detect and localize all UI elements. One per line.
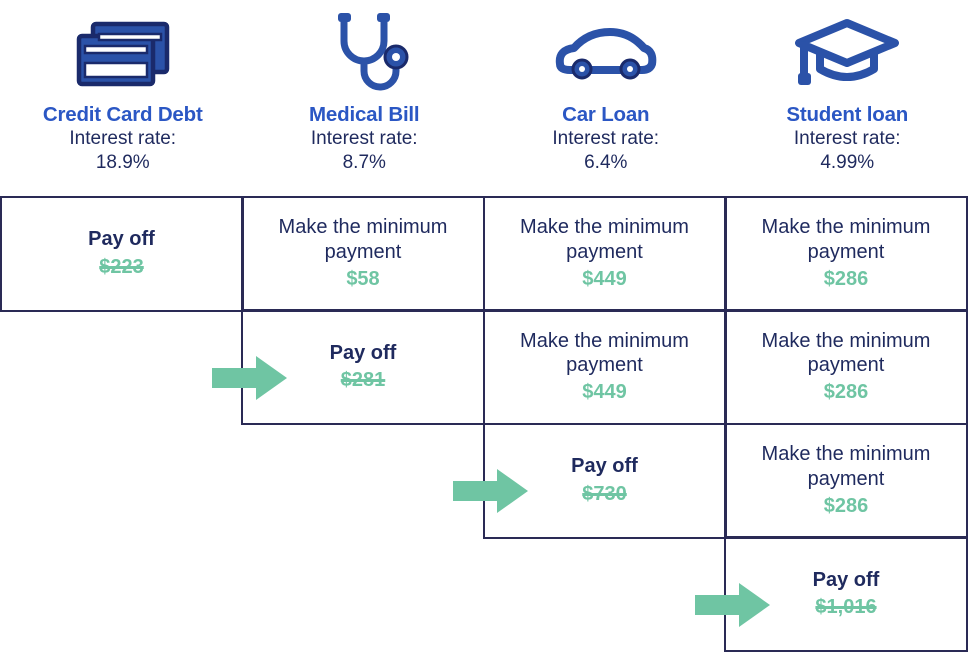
plan-amount: $286: [823, 494, 869, 517]
payment-plan-grid: Pay off $223 Make the minimum payment $5…: [0, 195, 968, 653]
plan-action: Pay off: [329, 341, 397, 364]
plan-cell: Make the minimum payment $449: [482, 195, 727, 312]
debt-header-car-loan: Car Loan Interest rate: 6.4%: [485, 0, 727, 196]
interest-rate-value: 4.99%: [820, 151, 875, 173]
debt-header-credit-card-debt: Credit Card Debt Interest rate: 18.9%: [2, 0, 244, 196]
debt-header-medical-bill: Medical Bill Interest rate: 8.7%: [244, 0, 486, 196]
table-row: Pay off $1,016: [2, 536, 968, 653]
plan-action: Make the minimum payment: [520, 329, 689, 376]
plan-amount: $58: [346, 267, 380, 290]
plan-action: Make the minimum payment: [761, 216, 931, 263]
interest-rate-label: Interest rate:: [552, 127, 660, 149]
credit-card-icon: [2, 8, 244, 100]
plan-cell: Make the minimum payment $286: [724, 195, 968, 312]
plan-amount: $449: [582, 381, 627, 404]
plan-amount: $286: [823, 267, 869, 290]
debt-title: Car Loan: [562, 103, 650, 126]
debt-title: Student loan: [786, 103, 909, 126]
plan-amount: $281: [340, 369, 386, 392]
debt-headers-row: Credit Card Debt Interest rate: 18.9% Me…: [2, 0, 968, 196]
plan-cell: [244, 539, 486, 653]
interest-rate-value: 18.9%: [95, 151, 150, 173]
table-row: Pay off $223 Make the minimum payment $5…: [0, 195, 968, 312]
plan-action: Make the minimum payment: [520, 216, 689, 263]
plan-amount: $449: [582, 267, 627, 290]
debt-title: Credit Card Debt: [42, 103, 203, 126]
plan-cell: [485, 539, 727, 653]
plan-amount: $1,016: [815, 596, 877, 619]
stethoscope-icon: [244, 8, 486, 100]
car-icon: [485, 8, 727, 100]
plan-action: Make the minimum payment: [278, 216, 448, 263]
plan-cell: [2, 312, 244, 426]
plan-cell: Make the minimum payment $449: [482, 309, 727, 425]
plan-cell: Pay off $223: [0, 195, 244, 312]
plan-action: Make the minimum payment: [761, 443, 931, 490]
table-row: Pay off $730 Make the minimum payment $2…: [2, 422, 968, 539]
plan-amount: $223: [99, 255, 144, 278]
interest-rate-label: Interest rate:: [310, 127, 418, 149]
plan-action: Make the minimum payment: [761, 329, 931, 376]
plan-cell: Pay off $730: [482, 422, 727, 539]
interest-rate-label: Interest rate:: [69, 127, 177, 149]
plan-cell: Make the minimum payment $286: [724, 309, 968, 425]
plan-cell: Pay off $281: [241, 309, 485, 425]
plan-action: Pay off: [571, 455, 638, 478]
plan-amount: $286: [823, 381, 869, 404]
plan-cell: [244, 425, 486, 539]
table-row: Pay off $281 Make the minimum payment $4…: [2, 309, 968, 426]
plan-amount: $730: [582, 482, 627, 505]
plan-cell: [2, 425, 244, 539]
graduation-cap-icon: [727, 8, 969, 100]
debt-title: Medical Bill: [309, 103, 420, 126]
plan-action: Pay off: [88, 228, 155, 251]
plan-action: Pay off: [812, 568, 880, 591]
plan-cell: [2, 539, 244, 653]
interest-rate-label: Interest rate:: [793, 127, 901, 149]
plan-cell: Make the minimum payment $286: [724, 422, 968, 539]
plan-cell: Make the minimum payment $58: [241, 195, 485, 312]
plan-cell: Pay off $1,016: [724, 536, 968, 652]
interest-rate-value: 6.4%: [584, 151, 628, 173]
debt-header-student-loan: Student loan Interest rate: 4.99%: [727, 0, 969, 196]
interest-rate-value: 8.7%: [342, 151, 386, 173]
